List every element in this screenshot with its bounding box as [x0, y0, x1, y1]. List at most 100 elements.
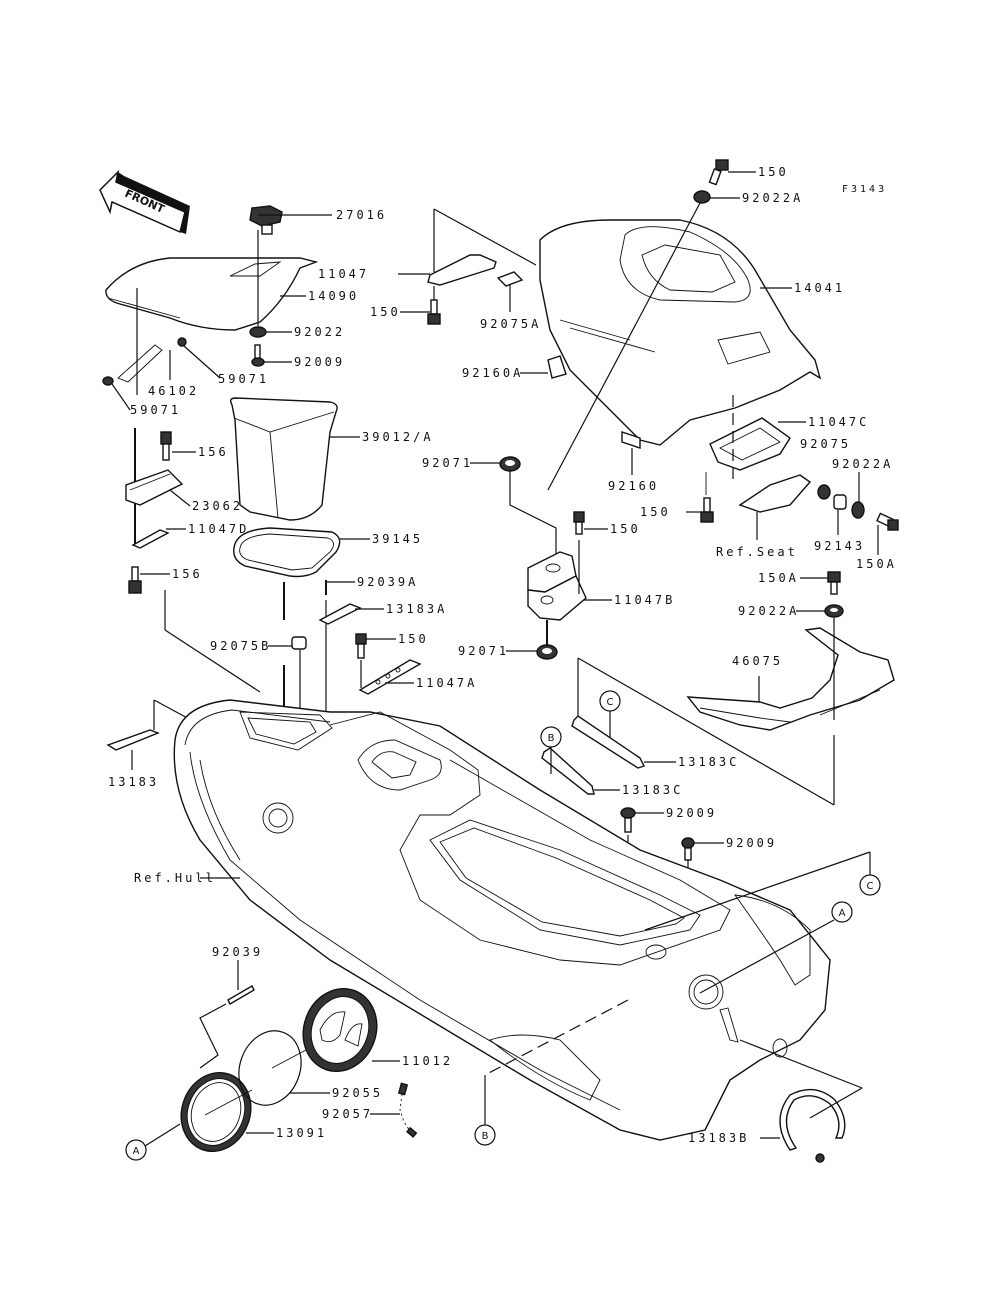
label-92071-top: 92071: [422, 456, 473, 470]
label-46075: 46075: [732, 654, 783, 668]
part-14090-hatch-cover: [105, 257, 319, 331]
part-92071-grommet-bottom: [506, 620, 558, 660]
part-46075-grab-handle: [686, 618, 895, 805]
label-39012: 39012/A: [362, 430, 434, 444]
part-59071-clip-a: [177, 337, 221, 379]
part-11047B-bracket: [527, 551, 612, 621]
label-46102: 46102: [148, 384, 199, 398]
callout-c-right: C: [859, 874, 881, 896]
label-13183: 13183: [108, 775, 159, 789]
label-11047C: 11047C: [808, 415, 869, 429]
label-14090: 14090: [308, 289, 359, 303]
part-23062-hinge: [125, 469, 191, 507]
label-92160: 92160: [608, 479, 659, 493]
part-150A-bolt-mid: [800, 571, 841, 595]
part-14041-seat: [539, 219, 822, 446]
label-150-bracket: 150: [610, 522, 641, 536]
part-150-bolt-seat: [686, 472, 714, 523]
label-92075: 92075: [800, 437, 851, 451]
part-11012-cap: [302, 987, 400, 1073]
svg-text:A: A: [839, 908, 846, 919]
part-39145-gasket: [233, 527, 370, 578]
label-13091: 13091: [276, 1126, 327, 1140]
part-ref-hull: [173, 699, 831, 1141]
callout-b-bottom: B: [474, 1124, 496, 1146]
label-150-left: 150: [370, 305, 401, 319]
label-11012: 11012: [402, 1054, 453, 1068]
label-27016: 27016: [336, 208, 387, 222]
label-11047: 11047: [318, 267, 369, 281]
part-92160-pad: [621, 431, 641, 475]
label-92022A-mid: 92022A: [738, 604, 799, 618]
part-150-bolt-bracket: [573, 511, 608, 594]
label-92022A-top: 92022A: [742, 191, 803, 205]
label-92055: 92055: [332, 1086, 383, 1100]
part-11047-bracket: [398, 254, 497, 286]
part-150-bolt-top: [708, 159, 756, 186]
label-13183C-b: 13183C: [622, 783, 683, 797]
label-11047D: 11047D: [188, 522, 249, 536]
label-11047A: 11047A: [416, 676, 477, 690]
label-92022A-right: 92022A: [832, 457, 893, 471]
callout-a-right: A: [831, 901, 853, 923]
label-92039A: 92039A: [357, 575, 418, 589]
part-92022A-washer-right: [851, 472, 865, 519]
label-ref-hull: Ref.Hull: [134, 871, 216, 885]
svg-text:A: A: [133, 1146, 140, 1157]
part-92022A-washer-mid: [796, 604, 844, 618]
part-27016-latch: [249, 205, 332, 235]
part-150-bolt-mid: [355, 633, 396, 688]
part-92039-pin: [199, 960, 255, 1069]
label-156-b: 156: [172, 567, 203, 581]
svg-text:C: C: [867, 881, 874, 892]
part-92057-strap: [370, 1082, 418, 1138]
part-13183C-plate-a: [571, 715, 676, 769]
part-13091-ring: [144, 1071, 274, 1153]
svg-text:C: C: [607, 697, 614, 708]
label-13183B: 13183B: [688, 1131, 749, 1145]
label-ref-seat: Ref.Seat: [716, 545, 798, 559]
part-11047C-bracket: [709, 417, 806, 471]
label-92009-a: 92009: [666, 806, 717, 820]
label-92057: 92057: [322, 1107, 373, 1121]
label-13183C-a: 13183C: [678, 755, 739, 769]
label-150-top: 150: [758, 165, 789, 179]
svg-text:B: B: [548, 733, 555, 744]
part-92022A-washer-top: [547, 190, 740, 491]
label-150-mid: 150: [398, 632, 429, 646]
label-92039: 92039: [212, 945, 263, 959]
part-92075A-cushion: [496, 271, 524, 312]
part-150-bolt-left: [400, 286, 441, 325]
label-150A-mid: 150A: [758, 571, 799, 585]
part-92071-grommet-top: [470, 456, 557, 555]
part-156-bolt-a: [160, 431, 196, 461]
part-13183C-plate-b: [541, 747, 620, 795]
label-13183A: 13183A: [386, 602, 447, 616]
label-14041: 14041: [794, 281, 845, 295]
label-11047B: 11047B: [614, 593, 675, 607]
part-156-bolt-b: [128, 566, 170, 594]
part-92009-screw: [251, 344, 292, 367]
part-39012-storage-bin: [229, 397, 360, 521]
part-150A-bolt-right: [876, 512, 899, 555]
label-23062: 23062: [192, 499, 243, 513]
part-46102-rod: [117, 344, 171, 383]
callout-a-left: A: [125, 1139, 147, 1161]
part-ref-seat-bracket: [738, 474, 812, 540]
label-150A-right: 150A: [856, 557, 897, 571]
part-59071-clip-b: [102, 376, 131, 411]
part-92055-o-ring: [238, 1030, 330, 1106]
label-92071-bottom: 92071: [458, 644, 509, 658]
label-92075A: 92075A: [480, 317, 541, 331]
label-59071-a: 59071: [218, 372, 269, 386]
figure-code: F3143: [842, 184, 887, 195]
callout-b-left: B: [540, 726, 562, 774]
part-92143-collar: [833, 494, 847, 535]
part-11047D-bracket: [131, 528, 186, 549]
callout-c-top: C: [599, 690, 621, 738]
label-92022: 92022: [294, 325, 345, 339]
part-13183B-ring: [739, 1039, 863, 1163]
label-59071-b: 59071: [130, 403, 181, 417]
label-156-a: 156: [198, 445, 229, 459]
part-11047A-bracket: [358, 659, 422, 695]
